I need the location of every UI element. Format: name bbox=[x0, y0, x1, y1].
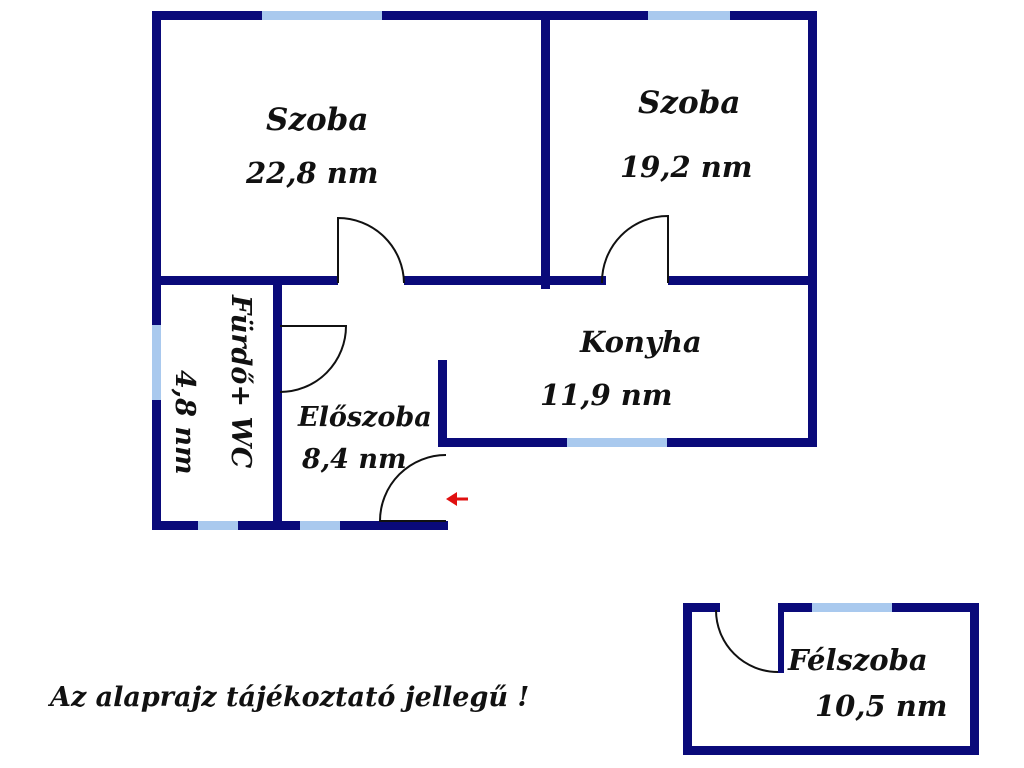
wall-bath-hall bbox=[273, 285, 282, 530]
window-eloszoba-bottom bbox=[300, 521, 340, 530]
room-label-felszoba: Félszoba bbox=[787, 643, 928, 677]
wall-right-upper bbox=[808, 11, 817, 289]
room-area-eloszoba: 8,4 nm bbox=[301, 444, 407, 475]
wall-right-kitchen bbox=[808, 285, 817, 447]
wall-divider-rooms bbox=[541, 11, 550, 289]
door-entrance bbox=[378, 454, 447, 522]
window-felszoba bbox=[812, 603, 892, 612]
room-label-furdo: Fürdő+ WC bbox=[225, 294, 256, 469]
disclaimer-note: Az alaprajz tájékoztató jellegű ! bbox=[47, 682, 529, 713]
room-area-furdo: 4,8 nm bbox=[169, 370, 200, 475]
wall-felszoba-left bbox=[683, 603, 692, 755]
entrance-arrow-icon bbox=[446, 492, 468, 506]
door-szoba-1 bbox=[337, 216, 405, 284]
wall-top bbox=[152, 11, 817, 20]
wall-left-lower bbox=[152, 285, 161, 530]
wall-felszoba-top-a bbox=[683, 603, 720, 612]
wall-left-upper bbox=[152, 11, 161, 286]
window-szoba-2 bbox=[648, 11, 730, 20]
windows bbox=[152, 11, 892, 612]
window-furdo-bottom bbox=[198, 521, 238, 530]
door-furdo bbox=[279, 325, 348, 393]
window-furdo-side bbox=[152, 325, 161, 400]
room-area-konyha: 11,9 nm bbox=[540, 378, 673, 412]
room-area-felszoba: 10,5 nm bbox=[815, 689, 948, 723]
room-area-szoba-2: 19,2 nm bbox=[620, 150, 753, 184]
wall-hall-kitchen bbox=[438, 360, 447, 447]
door-felszoba bbox=[715, 609, 779, 673]
room-label-eloszoba: Előszoba bbox=[297, 402, 432, 433]
wall-rooms-bottom-c bbox=[668, 276, 817, 285]
room-label-konyha: Konyha bbox=[579, 325, 702, 359]
room-label-szoba-1: Szoba bbox=[266, 102, 368, 138]
wall-rooms-bottom-a bbox=[152, 276, 338, 285]
wall-felszoba-inner bbox=[778, 603, 784, 673]
wall-rooms-bottom-b bbox=[404, 276, 606, 285]
window-konyha bbox=[567, 438, 667, 447]
wall-felszoba-right bbox=[970, 603, 979, 755]
doors bbox=[279, 214, 779, 673]
room-label-szoba-2: Szoba bbox=[638, 85, 740, 121]
wall-felszoba-bottom bbox=[683, 746, 979, 755]
door-szoba-2 bbox=[600, 214, 669, 284]
room-area-szoba-1: 22,8 nm bbox=[245, 156, 379, 190]
window-szoba-1 bbox=[262, 11, 382, 20]
